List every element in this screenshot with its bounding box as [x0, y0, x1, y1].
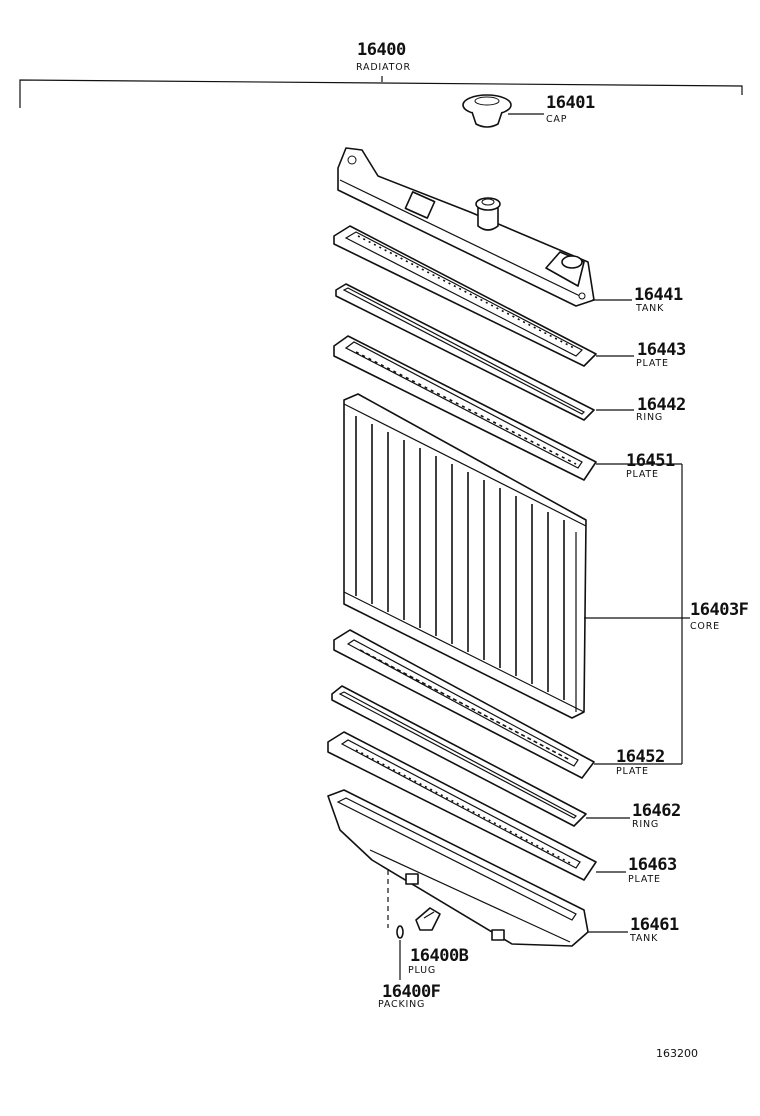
radiator-cap-drawing — [462, 94, 512, 128]
part-number-upper-tank-plate: 16443 — [637, 340, 686, 360]
reference-code: 163200 — [656, 1047, 698, 1060]
part-number-drain-plug: 16400B — [410, 946, 469, 966]
part-name-lower-tank-plate: PLATE — [628, 874, 661, 885]
part-number-upper-core-plate: 16451 — [626, 451, 675, 471]
part-name-core: CORE — [690, 621, 720, 632]
part-name-upper-tank: TANK — [636, 303, 665, 314]
drain-plug-drawing — [387, 870, 441, 980]
lower-tank-plate-drawing — [327, 731, 597, 881]
radiator-core-drawing — [343, 393, 587, 719]
part-number-cap: 16401 — [546, 93, 595, 113]
part-number-core: 16403F — [690, 600, 749, 620]
part-number-lower-ring: 16462 — [632, 801, 681, 821]
part-name-lower-ring: RING — [632, 819, 660, 830]
assembly-bracket — [19, 76, 743, 108]
part-name-lower-core-plate: PLATE — [616, 766, 649, 777]
upper-tank-plate-drawing — [333, 225, 597, 367]
lower-ring-drawing — [331, 685, 587, 827]
part-number-upper-tank: 16441 — [634, 285, 683, 305]
part-number-lower-core-plate: 16452 — [616, 747, 665, 767]
part-name-upper-ring: RING — [636, 412, 664, 423]
part-number-lower-tank: 16461 — [630, 915, 679, 935]
upper-ring-drawing — [335, 283, 595, 421]
leader-lines — [508, 113, 690, 933]
part-number-lower-tank-plate: 16463 — [628, 855, 677, 875]
lower-tank-drawing — [327, 789, 589, 947]
part-name-packing: PACKING — [378, 999, 426, 1010]
part-name-upper-tank-plate: PLATE — [636, 358, 669, 369]
part-name-lower-tank: TANK — [630, 933, 659, 944]
upper-tank-drawing — [337, 147, 595, 307]
assembly-number: 16400 — [357, 40, 406, 60]
part-name-upper-core-plate: PLATE — [626, 469, 659, 480]
part-number-packing: 16400F — [382, 982, 441, 1002]
lower-core-plate-drawing — [333, 629, 595, 779]
part-name-drain-plug: PLUG — [408, 965, 437, 976]
upper-core-plate-drawing — [333, 335, 597, 481]
part-name-cap: CAP — [546, 114, 568, 125]
part-number-upper-ring: 16442 — [637, 395, 686, 415]
assembly-name: RADIATOR — [356, 62, 411, 73]
